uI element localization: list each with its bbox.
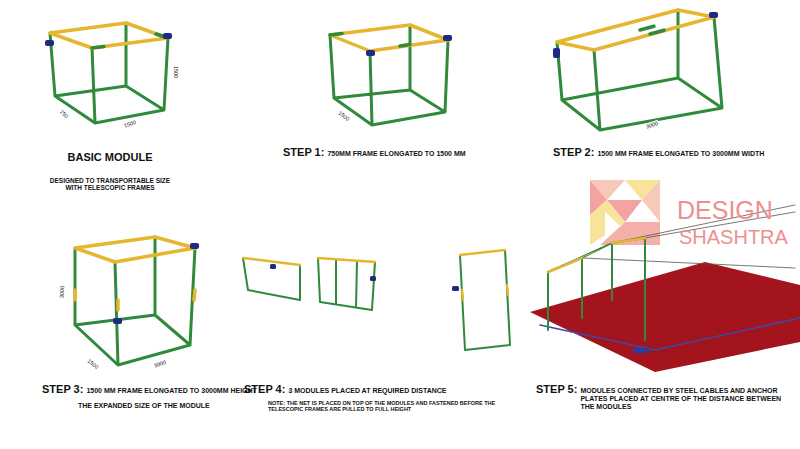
clip	[452, 286, 459, 291]
logo-triangle	[605, 212, 620, 238]
step-heading: STEP 3:	[42, 383, 83, 396]
clip	[370, 276, 376, 281]
frame-green	[612, 238, 645, 340]
step-description: 750MM FRAME ELONGATED TO 1500 MM	[327, 150, 465, 158]
base-line	[540, 318, 800, 350]
panel-title: BASIC MODULE	[68, 151, 153, 164]
watermark-text: SHASHTRA	[679, 226, 788, 249]
frame-top	[460, 250, 508, 300]
frame-top	[562, 250, 600, 265]
clip	[709, 12, 718, 18]
watermark-text: DESIGN	[677, 196, 773, 225]
step-heading: STEP 4:	[244, 383, 285, 396]
frame-green	[243, 258, 300, 300]
step-description: 1500 MM FRAME ELONGATED TO 3000MM HEIGHT	[86, 387, 257, 395]
dimension-label: 1500	[173, 65, 179, 79]
frame-top	[330, 25, 448, 51]
step2-module	[553, 10, 722, 130]
frame-top	[50, 23, 168, 48]
step-description: MODULES CONNECTED BY STEEL CABLES AND AN…	[580, 387, 788, 411]
dimension-label: 1500	[85, 357, 100, 371]
dimension-label: 1500	[122, 119, 138, 130]
dimension-label: 750	[58, 108, 71, 120]
clip	[163, 33, 172, 39]
logo-triangle	[642, 180, 660, 222]
telescopic-sleeve	[330, 34, 410, 47]
frame-green	[318, 258, 375, 310]
clip	[113, 318, 122, 324]
telescopic-sleeve	[92, 34, 168, 48]
clip	[443, 35, 452, 41]
telescopic-sleeve	[640, 26, 664, 34]
step3-module	[75, 237, 199, 365]
basic-module	[45, 23, 172, 123]
clip	[270, 264, 276, 269]
step-heading: STEP 5:	[536, 383, 577, 396]
dimension-label: 1500	[336, 109, 351, 123]
panel-subtitle: DESIGNED TO TRANSPORTABLE SIZE WITH TELE…	[45, 177, 175, 192]
dimension-label: 3000	[152, 359, 168, 370]
frame-top	[75, 237, 195, 262]
frame-green	[50, 23, 168, 123]
anchor-plate	[633, 348, 649, 353]
net-ground	[530, 262, 800, 372]
clip	[45, 40, 54, 46]
step-description: 1500 MM FRAME ELONGATED TO 3000MM WIDTH	[597, 150, 764, 158]
step-heading: STEP 1:	[283, 146, 324, 159]
telescopic-sleeve	[75, 290, 195, 310]
frame-green	[460, 250, 510, 350]
dimension-label: 3000	[58, 285, 65, 300]
clip	[366, 50, 375, 56]
step4-modules	[243, 250, 510, 350]
clip	[190, 243, 199, 249]
frame-top	[548, 238, 645, 272]
step-heading: STEP 2:	[553, 146, 594, 159]
frame-green	[557, 10, 722, 130]
step-description: 3 MODULES PLACED AT REQUIRED DISTANCE	[288, 387, 446, 395]
note-text: NOTE: THE NET IS PLACED ON TOP OF THE MO…	[268, 400, 500, 413]
frame-top	[243, 258, 300, 265]
step1-module	[330, 25, 452, 125]
frame-top	[318, 258, 375, 262]
step-description: THE EXPANDED SIZE OF THE MODULE	[78, 402, 210, 410]
step5-setup	[530, 205, 800, 372]
frame-green	[330, 25, 448, 125]
dimension-label: 3000	[644, 120, 660, 130]
frame-top	[557, 10, 714, 50]
frame-green	[75, 237, 195, 365]
clip	[553, 48, 560, 58]
